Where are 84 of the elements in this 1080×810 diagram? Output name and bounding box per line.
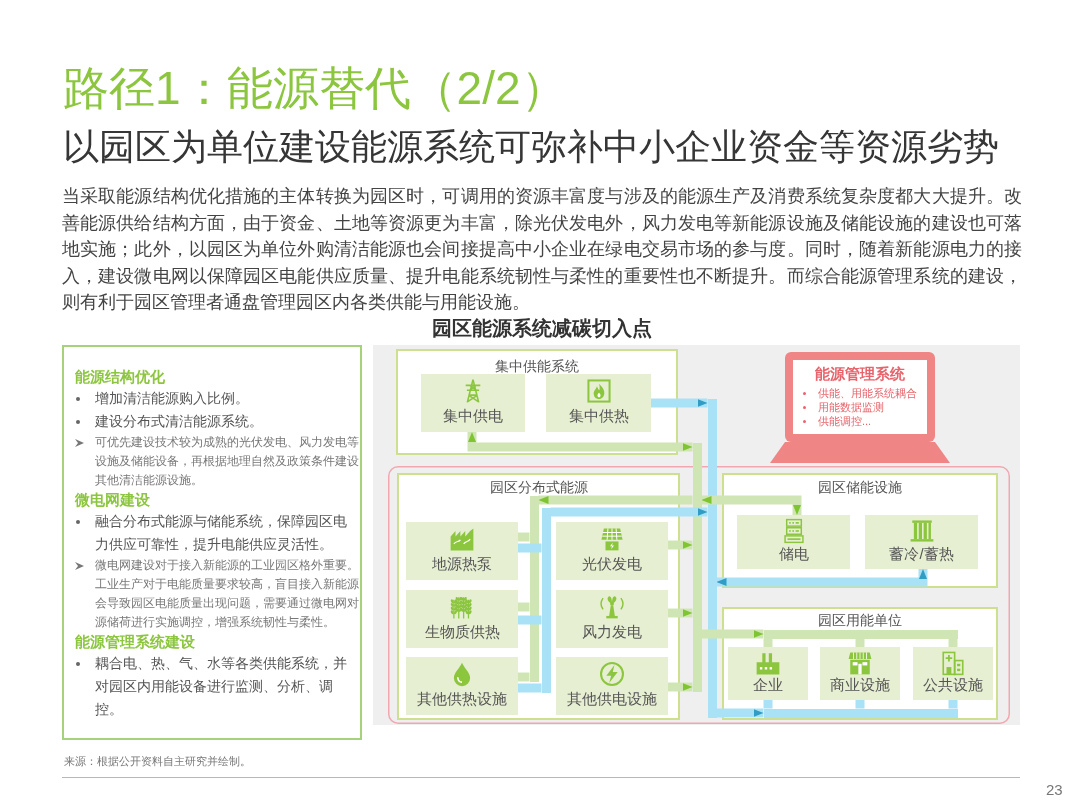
tile-label: 蓄冷/蓄热 xyxy=(889,545,954,563)
group-box xyxy=(396,349,678,455)
tile-label: 其他供热设施 xyxy=(417,690,507,708)
bullet-text: 增加清洁能源购入比例。 xyxy=(95,389,249,408)
screen-heading: 能源管理系统 xyxy=(815,365,905,383)
flow-band xyxy=(668,682,693,692)
flow-band xyxy=(948,700,958,709)
note-text: 可优先建设技术较为成熟的光伏发电、风力发电等设施及储能设备，再根据地理自然及政策条件建设其他清洁能源设施。 xyxy=(95,434,360,489)
tile-label: 储电 xyxy=(778,545,809,563)
flow-band xyxy=(701,495,802,515)
diagram-heading: 园区能源系统减碳切入点 xyxy=(432,316,652,340)
section-heading: 微电网建设 xyxy=(75,490,150,510)
tile-label: 地源热泵 xyxy=(432,555,492,573)
page-title: 路径1：能源替代（2/2） xyxy=(63,61,567,116)
section-heading: 能源管理系统建设 xyxy=(75,632,195,652)
bus-bar xyxy=(529,495,539,682)
section-heading: 能源结构优化 xyxy=(75,367,165,387)
screen-text: 供能调控... xyxy=(818,414,872,428)
flow-band xyxy=(855,700,865,709)
flow-band xyxy=(550,507,708,517)
facility-tile xyxy=(406,657,518,715)
flow-band xyxy=(518,532,530,542)
facility-tile xyxy=(913,647,993,700)
flow-band xyxy=(518,543,542,553)
bus-bar xyxy=(692,442,702,692)
screen-text: 用能数据监测 xyxy=(818,400,884,414)
group-box xyxy=(722,607,998,720)
group-heading: 园区储能设施 xyxy=(818,479,902,495)
bullet-text: 建设分布式清洁能源系统。 xyxy=(95,412,263,431)
flow-band xyxy=(518,672,530,682)
bus-bar xyxy=(707,398,717,718)
flow-band xyxy=(467,432,693,452)
flow-band xyxy=(651,398,708,408)
group-frame xyxy=(388,466,1010,724)
text-panel xyxy=(62,345,362,740)
facility-tile xyxy=(406,590,518,648)
flow-band xyxy=(763,638,773,647)
source-note: 来源：根据公开资料自主研究并绘制。 xyxy=(64,754,251,769)
tile-label: 生物质供热 xyxy=(424,623,500,641)
group-heading: 集中供能系统 xyxy=(495,358,579,374)
facility-tile xyxy=(865,515,978,569)
facility-tile xyxy=(421,374,525,432)
flow-band xyxy=(668,540,693,550)
flow-band xyxy=(518,683,542,693)
facility-tile xyxy=(737,515,850,569)
group-box xyxy=(397,473,680,720)
tile-label: 企业 xyxy=(753,676,783,694)
facility-tile xyxy=(556,657,668,715)
tile-label: 集中供热 xyxy=(568,407,629,425)
note-text: 微电网建设对于接入新能源的工业园区格外重要。工业生产对于电能质量要求较高，盲目接入新能源会导致园区电能质量出现问题，需要通过微电网对源储荷进行实施调控，增强系统韧性与柔性。 xyxy=(95,557,360,631)
flow-band xyxy=(518,602,530,612)
tile-label: 公共设施 xyxy=(923,676,983,694)
flow-band xyxy=(668,608,693,618)
flow-band xyxy=(518,615,542,625)
facility-tile xyxy=(556,522,668,580)
page-number: 23 xyxy=(1046,781,1063,799)
page-subtitle: 以园区为单位建设能源系统可弥补中小企业资金等资源劣势 xyxy=(63,125,999,169)
facility-tile xyxy=(820,647,900,700)
facility-tile xyxy=(406,522,518,580)
group-box xyxy=(722,473,998,588)
facility-tile xyxy=(728,647,808,700)
screen-text: 供能、用能系统耦合 xyxy=(818,386,917,400)
bus-bar xyxy=(763,629,958,639)
tile-label: 集中供电 xyxy=(443,407,503,425)
group-heading: 园区用能单位 xyxy=(818,612,902,628)
bus-bar xyxy=(763,708,958,718)
flow-band xyxy=(763,700,773,709)
facility-tile xyxy=(556,590,668,648)
tile-label: 商业设施 xyxy=(830,676,890,694)
tile-label: 其他供电设施 xyxy=(567,690,657,708)
bullet-text: 融合分布式能源与储能系统，保障园区电力供应可靠性，提升电能供应灵活性。 xyxy=(95,512,348,554)
bullet-text: 耦合电、热、气、水等各类供能系统，并对园区内用能设备进行监测、分析、调控。 xyxy=(95,654,348,719)
flow-band xyxy=(716,708,764,718)
flow-band xyxy=(716,569,928,587)
flow-band xyxy=(538,495,693,505)
tile-label: 光伏发电 xyxy=(582,555,642,573)
tile-label: 风力发电 xyxy=(582,623,642,641)
facility-tile xyxy=(546,374,651,432)
flow-band xyxy=(701,629,764,639)
intro-paragraph: 当采取能源结构优化措施的主体转换为园区时，可调用的资源丰富度与涉及的能源生产及消费系统复杂度都大大提升。改善能源供给结构方面，由于资金、土地等资源更为丰富，除光伏发电外，风力发电等新能源设施及储能设施的建设也可落地实施；此外，以园区为单位外购清洁能源也会间接提高中小企业在绿电交易市场的参与度。同时，随着新能源电力的接入，建设微电网以保障园区电能供应质量、提升电能系统韧性与柔性的重要性也不断提升。而综合能源管理系统的建设，则有利于园区管理者通盘管理园区内各类供能与用能设施。 xyxy=(62,185,1022,314)
group-heading: 园区分布式能源 xyxy=(489,479,588,495)
flow-band xyxy=(948,638,958,647)
bus-bar xyxy=(541,507,551,693)
flow-band xyxy=(855,638,865,647)
